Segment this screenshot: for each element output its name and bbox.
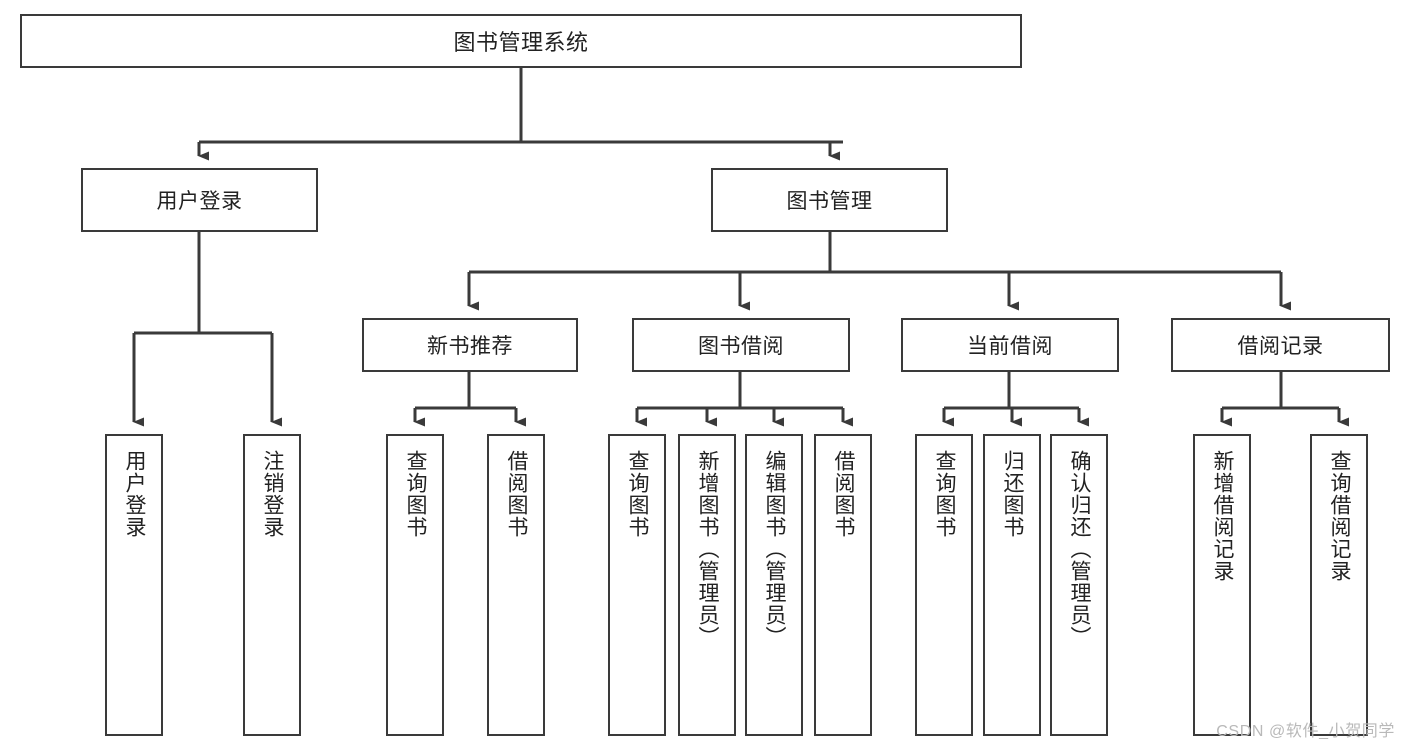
node-new-book-recommend-label: 新书推荐: [427, 335, 513, 358]
node-leaf-return-book-label: 归还图书: [1001, 450, 1025, 538]
node-leaf-borrow-book-label: 借阅图书: [832, 450, 856, 538]
node-leaf-user-login[interactable]: 用户登录: [105, 434, 163, 736]
node-root[interactable]: 图书管理系统: [20, 14, 1022, 68]
node-user-login-label: 用户登录: [156, 190, 243, 213]
node-book-borrow-label: 图书借阅: [698, 335, 784, 358]
node-leaf-borrow-book[interactable]: 借阅图书: [814, 434, 872, 736]
node-leaf-borrow-book-rec-label: 借阅图书: [505, 450, 529, 538]
node-leaf-edit-book[interactable]: 编辑图书（管理员）: [745, 434, 803, 736]
node-book-manage[interactable]: 图书管理: [711, 168, 948, 232]
node-leaf-borrow-book-rec[interactable]: 借阅图书: [487, 434, 545, 736]
node-leaf-query-book-cur-label: 查询图书: [933, 450, 957, 538]
node-leaf-query-record[interactable]: 查询借阅记录: [1310, 434, 1368, 736]
node-borrow-record-label: 借阅记录: [1237, 335, 1324, 358]
node-leaf-user-logout[interactable]: 注销登录: [243, 434, 301, 736]
node-root-label: 图书管理系统: [453, 30, 589, 55]
node-current-borrow-label: 当前借阅: [967, 335, 1053, 358]
node-book-manage-label: 图书管理: [786, 190, 873, 213]
node-leaf-user-login-label: 用户登录: [123, 450, 147, 538]
node-leaf-add-record-label: 新增借阅记录: [1211, 450, 1235, 582]
node-new-book-recommend[interactable]: 新书推荐: [362, 318, 578, 372]
node-leaf-query-book-borrow-label: 查询图书: [626, 450, 650, 538]
node-leaf-add-record[interactable]: 新增借阅记录: [1193, 434, 1251, 736]
node-leaf-return-book[interactable]: 归还图书: [983, 434, 1041, 736]
node-leaf-query-book-rec[interactable]: 查询图书: [386, 434, 444, 736]
node-leaf-confirm-return[interactable]: 确认归还（管理员）: [1050, 434, 1108, 736]
watermark-credit: CSDN @软件_小贺同学: [1216, 723, 1395, 740]
node-leaf-query-book-rec-label: 查询图书: [404, 450, 428, 538]
node-leaf-query-record-label: 查询借阅记录: [1328, 450, 1352, 582]
node-borrow-record[interactable]: 借阅记录: [1171, 318, 1390, 372]
node-leaf-add-book-label: 新增图书（管理员）: [696, 450, 720, 648]
node-leaf-confirm-return-label: 确认归还（管理员）: [1068, 450, 1092, 648]
node-user-login[interactable]: 用户登录: [81, 168, 318, 232]
node-leaf-query-book-borrow[interactable]: 查询图书: [608, 434, 666, 736]
node-book-borrow[interactable]: 图书借阅: [632, 318, 850, 372]
node-leaf-query-book-cur[interactable]: 查询图书: [915, 434, 973, 736]
node-leaf-add-book[interactable]: 新增图书（管理员）: [678, 434, 736, 736]
node-leaf-user-logout-label: 注销登录: [261, 450, 285, 538]
node-current-borrow[interactable]: 当前借阅: [901, 318, 1119, 372]
node-leaf-edit-book-label: 编辑图书（管理员）: [763, 450, 787, 648]
